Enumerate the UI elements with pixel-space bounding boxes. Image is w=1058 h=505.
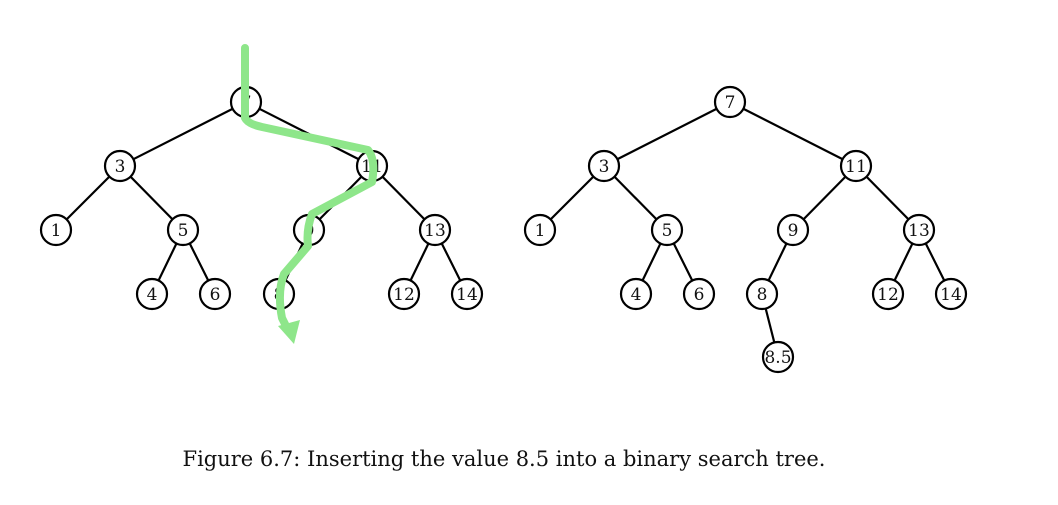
node-circle <box>418 213 452 247</box>
node-label: 8.5 <box>764 348 791 368</box>
node-label: 11 <box>845 157 867 177</box>
node-circle <box>713 85 747 119</box>
node-circle <box>902 213 936 247</box>
edge-7-to-11 <box>728 100 858 168</box>
search-path-arrowhead <box>278 320 300 344</box>
node-label: 14 <box>940 285 962 305</box>
node-circle <box>839 149 873 183</box>
node-circle <box>387 277 421 311</box>
tree-node: 4 <box>135 277 169 311</box>
node-label: 7 <box>725 93 736 113</box>
node-label: 4 <box>631 285 642 305</box>
tree-node: 13 <box>418 213 452 247</box>
figure-caption: Figure 6.7: Inserting the value 8.5 into… <box>182 447 826 471</box>
tree-node: 7 <box>713 85 747 119</box>
tree-node: 12 <box>871 277 905 311</box>
node-label: 6 <box>694 285 705 305</box>
tree-node: 5 <box>166 213 200 247</box>
node-circle <box>934 277 968 311</box>
edge-7-to-3 <box>602 100 732 168</box>
node-label: 9 <box>788 221 799 241</box>
node-label: 13 <box>908 221 930 241</box>
node-circle <box>135 277 169 311</box>
search-path-stroke <box>241 44 378 334</box>
tree-node: 13 <box>902 213 936 247</box>
node-label: 5 <box>178 221 189 241</box>
node-label: 3 <box>599 157 610 177</box>
node-label: 14 <box>456 285 478 305</box>
node-label: 4 <box>147 285 158 305</box>
tree-node: 5 <box>650 213 684 247</box>
tree-node: 8 <box>745 277 779 311</box>
node-circle <box>39 213 73 247</box>
tree-node: 9 <box>776 213 810 247</box>
node-circle <box>523 213 557 247</box>
node-label: 1 <box>51 221 62 241</box>
node-label: 12 <box>877 285 899 305</box>
node-circle <box>198 277 232 311</box>
tree-node: 11 <box>839 149 873 183</box>
tree-node: 4 <box>619 277 653 311</box>
node-circle <box>776 213 810 247</box>
node-circle <box>103 149 137 183</box>
node-circle <box>745 277 779 311</box>
search-path-highlight <box>241 44 378 344</box>
tree-node: 8.5 <box>761 340 795 374</box>
node-label: 13 <box>424 221 446 241</box>
node-circle <box>650 213 684 247</box>
node-label: 8 <box>757 285 768 305</box>
node-circle <box>871 277 905 311</box>
tree-node: 3 <box>103 149 137 183</box>
tree-node: 6 <box>198 277 232 311</box>
edge-7-to-3 <box>118 100 248 168</box>
node-label: 6 <box>210 285 221 305</box>
tree-node: 14 <box>450 277 484 311</box>
node-circle <box>450 277 484 311</box>
node-circle <box>587 149 621 183</box>
tree-node: 12 <box>387 277 421 311</box>
tree-node: 6 <box>682 277 716 311</box>
node-circle <box>761 340 795 374</box>
node-label: 5 <box>662 221 673 241</box>
node-circle <box>682 277 716 311</box>
node-label: 1 <box>535 221 546 241</box>
tree-node: 3 <box>587 149 621 183</box>
tree-node: 1 <box>523 213 557 247</box>
tree-node: 1 <box>39 213 73 247</box>
node-circle <box>166 213 200 247</box>
tree-node: 14 <box>934 277 968 311</box>
node-label: 12 <box>393 285 415 305</box>
tree-after-edges <box>538 100 953 359</box>
node-circle <box>619 277 653 311</box>
node-label: 3 <box>115 157 126 177</box>
